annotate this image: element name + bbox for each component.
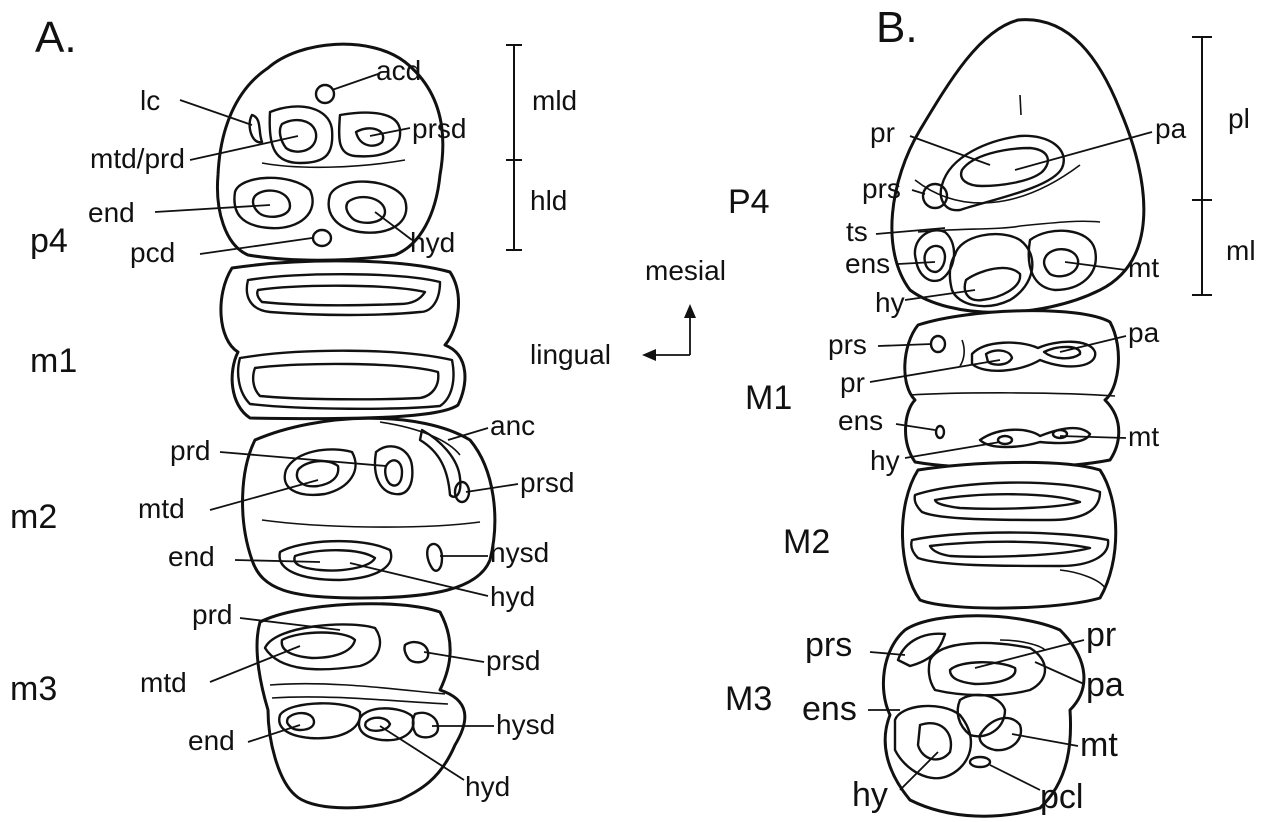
label-ml: ml xyxy=(1226,235,1256,266)
label-pl: pl xyxy=(1228,103,1250,134)
label-lc: lc xyxy=(140,85,160,116)
label-hyd-p4: hyd xyxy=(410,227,455,258)
label-pr-M3: pr xyxy=(1086,616,1116,654)
label-acd: acd xyxy=(376,55,421,86)
label-mt-P4: mt xyxy=(1128,252,1159,283)
label-prs-M1: prs xyxy=(828,329,867,360)
label-anc: anc xyxy=(490,410,535,441)
label-end-m3: end xyxy=(188,725,235,756)
label-hld: hld xyxy=(530,185,567,216)
panel-b-label: B. xyxy=(876,3,918,52)
label-ens-M1: ens xyxy=(838,405,883,436)
label-lingual: lingual xyxy=(530,339,611,370)
tooth-m1 xyxy=(221,261,465,419)
label-prd-m3: prd xyxy=(192,599,232,630)
label-hy-M3: hy xyxy=(852,776,888,814)
label-pcl: pcl xyxy=(1040,778,1083,816)
tooth-P4 xyxy=(892,20,1144,313)
label-hysd-m2: hysd xyxy=(490,537,549,568)
label-hy-P4: hy xyxy=(875,287,905,318)
label-prs-M3: prs xyxy=(805,626,852,664)
label-mt-M3: mt xyxy=(1080,726,1118,764)
label-prsd-m3: prsd xyxy=(486,645,540,676)
tooth-m3 xyxy=(257,604,465,808)
label-mesial: mesial xyxy=(645,255,726,286)
tooth-M2 xyxy=(902,462,1115,608)
tooth-label-M1: M1 xyxy=(745,379,792,417)
label-mtd-m2: mtd xyxy=(138,493,185,524)
tooth-m2 xyxy=(243,418,495,598)
label-mt-M1: mt xyxy=(1128,421,1159,452)
tooth-label-M3: M3 xyxy=(725,680,772,718)
label-prsd-p4: prsd xyxy=(412,113,466,144)
label-pcd: pcd xyxy=(130,237,175,268)
label-pr-M1: pr xyxy=(840,367,865,398)
label-end-p4: end xyxy=(88,197,135,228)
label-hyd-m2: hyd xyxy=(490,581,535,612)
panel-a-label: A. xyxy=(35,13,77,62)
label-hysd-m3: hysd xyxy=(496,709,555,740)
label-ts: ts xyxy=(846,216,868,247)
label-ens-P4: ens xyxy=(845,248,890,279)
tooth-label-m2: m2 xyxy=(10,498,57,536)
label-prs-P4: prs xyxy=(862,173,901,204)
tooth-label-P4: P4 xyxy=(728,183,770,221)
tooth-M1 xyxy=(905,311,1119,468)
tooth-label-m3: m3 xyxy=(10,670,57,708)
bracket-lobes-lower xyxy=(506,45,522,250)
label-prsd-m2: prsd xyxy=(520,467,574,498)
label-pa-M1: pa xyxy=(1128,317,1160,348)
tooth-label-m1: m1 xyxy=(30,342,77,380)
label-ens-M3: ens xyxy=(802,690,857,728)
tooth-label-p4: p4 xyxy=(30,222,68,260)
label-mtd-m3: mtd xyxy=(140,667,187,698)
label-prd-m2: prd xyxy=(170,435,210,466)
tooth-label-M2: M2 xyxy=(783,523,830,561)
label-mld: mld xyxy=(532,85,577,116)
label-hy-M1: hy xyxy=(870,445,900,476)
label-pa-M3: pa xyxy=(1086,666,1124,704)
label-pr-P4: pr xyxy=(870,117,895,148)
label-end-m2: end xyxy=(168,541,215,572)
label-pa-P4: pa xyxy=(1155,113,1187,144)
orientation-arrows xyxy=(642,304,696,361)
bracket-lobes-upper xyxy=(1192,37,1212,295)
label-mtd-prd: mtd/prd xyxy=(90,143,185,174)
label-hyd-m3: hyd xyxy=(465,771,510,802)
